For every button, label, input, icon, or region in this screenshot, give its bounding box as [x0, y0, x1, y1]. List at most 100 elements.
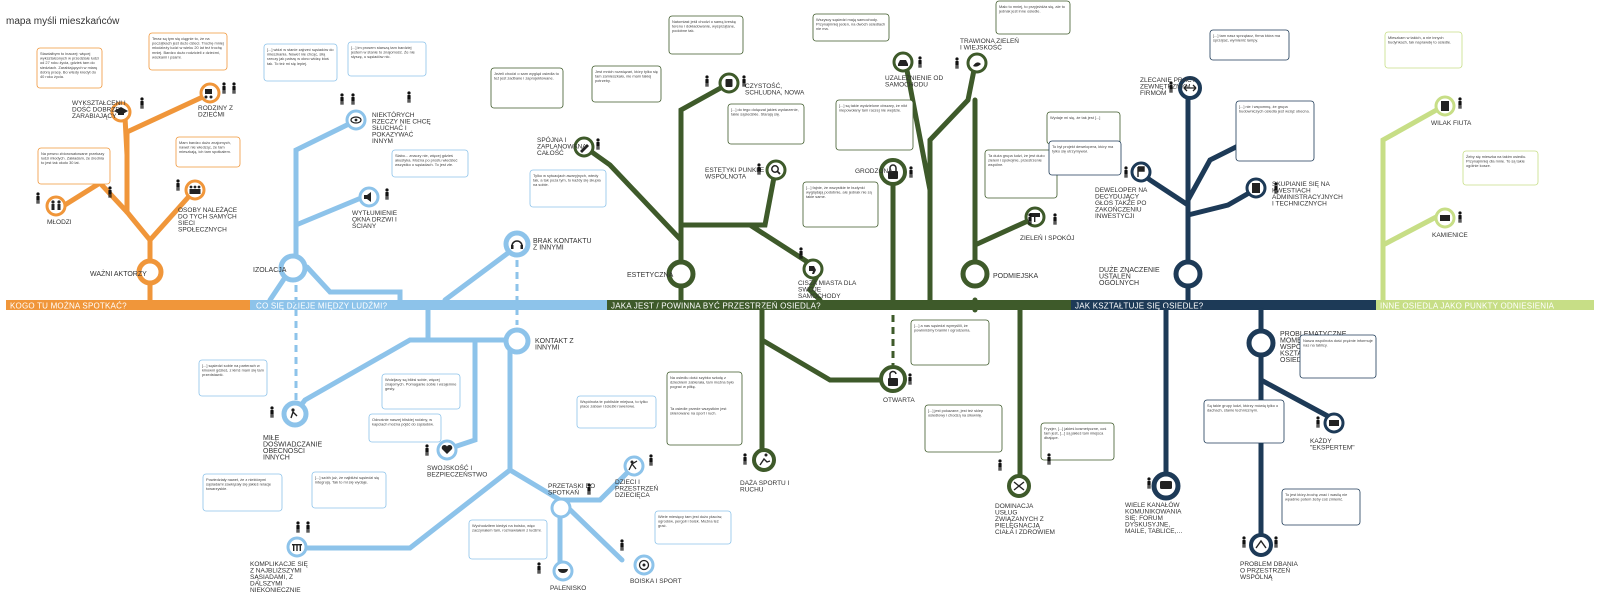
node-label-boisko: BOISKA I SPORT — [630, 578, 682, 585]
arrows-icon[interactable] — [1178, 76, 1202, 100]
svg-text:[...] są takie wydzielone obsz: [...] są takie wydzielone obszary, że ni… — [839, 103, 908, 113]
lock-open-icon[interactable] — [879, 365, 907, 393]
svg-text:[...] widzi w stanie zajrzeć s: [...] widzi w stanie zajrzeć sąsiadów do… — [267, 47, 334, 66]
svg-text:Słabo... znaczy nie, więcej gd: Słabo... znaczy nie, więcej gdzieśakusty… — [395, 153, 458, 167]
node-icon[interactable] — [550, 497, 572, 519]
hub-mile[interactable] — [281, 400, 309, 428]
blue-dashed-links — [294, 260, 519, 405]
quote-bubble: Wiele miesięcy tam jest dużo placów,ogro… — [654, 510, 732, 545]
stroller-icon[interactable] — [199, 82, 221, 104]
svg-text:Wspólnota te pobliskie miejsca: Wspólnota te pobliskie miejsca, to tylko… — [580, 399, 648, 409]
band-label-blue: CO SIĘ DZIEJE MIĘDZY LUDŹMI? — [256, 301, 388, 310]
building-icon[interactable] — [1434, 95, 1456, 117]
hub-este[interactable] — [666, 259, 696, 289]
car-icon[interactable] — [892, 51, 914, 73]
eye-icon[interactable] — [345, 109, 367, 131]
svg-text:Tylko w sytuacjach awaryjnych,: Tylko w sytuacjach awaryjnych, wtedytak,… — [533, 173, 602, 187]
quote-bubble: [...] szóth już, że najbliżsi sąsiedzi s… — [311, 471, 387, 509]
band-label-orange: KOGO TU MOŻNA SPOTKAĆ? — [10, 301, 127, 310]
grill-icon[interactable] — [552, 560, 574, 582]
flag-icon[interactable] — [1130, 161, 1152, 183]
svg-text:Wydaje mi się, że tak jest [..: Wydaje mi się, że tak jest [...] — [1050, 115, 1100, 120]
young-couple-icon[interactable] — [45, 195, 67, 217]
heart-icon[interactable] — [436, 439, 458, 461]
quote-bubble: Są takie grupy ludzi, którzy mówią tylko… — [1203, 399, 1285, 444]
speaker-icon[interactable] — [358, 186, 380, 208]
neighbors-icon[interactable] — [286, 536, 308, 558]
hub-duze[interactable] — [1173, 259, 1203, 289]
townhouses-icon[interactable] — [1434, 207, 1456, 229]
hub-kont[interactable] — [503, 327, 531, 355]
magnifier-icon[interactable] — [765, 159, 787, 181]
svg-text:Mieszkam w takich, a nie innyc: Mieszkam w takich, a nie innychbudynkach… — [1388, 35, 1451, 45]
lock-closed-icon[interactable] — [879, 158, 907, 186]
ball-icon[interactable] — [633, 554, 655, 576]
kids-icon[interactable] — [623, 455, 645, 477]
scissors-icon[interactable] — [1007, 474, 1031, 498]
chat-icon[interactable] — [1151, 471, 1181, 501]
broom-icon[interactable] — [1249, 533, 1273, 557]
svg-text:Jest mnich rozwiązań, który ty: Jest mnich rozwiązań, który tylko siętam… — [595, 69, 658, 83]
svg-text:To był projekt dewelopera, któ: To był projekt dewelopera, który matylko… — [1052, 144, 1114, 154]
band-label-green: JAKA JEST / POWINNA BYĆ PRZESTRZEŃ OSIED… — [611, 301, 821, 310]
band-label-navy: JAK KSZTAŁTUJE SIĘ OSIEDLE? — [1075, 301, 1204, 310]
document-icon[interactable] — [1245, 177, 1267, 199]
svg-text:Nasza wspólnota dość prężnie i: Nasza wspólnota dość prężnie informujena… — [1303, 338, 1373, 348]
hub-label-izo: IZOLACJA — [253, 267, 287, 274]
thumbs-down-icon[interactable] — [802, 258, 824, 280]
quote-bubble: Wszyscy sąsiedzi mają samochody.Przynajm… — [812, 13, 890, 42]
svg-text:Mam bardzo dużo znajomych,nawe: Mam bardzo dużo znajomych,nawet nie wied… — [179, 140, 231, 154]
pencil-icon[interactable] — [573, 136, 595, 158]
graduation-cap-icon[interactable] — [110, 101, 132, 123]
hub-label-podm: PODMIEJSKA — [993, 273, 1038, 280]
hub-izo[interactable] — [278, 253, 308, 283]
hub-brak[interactable] — [503, 230, 531, 258]
hub-prob[interactable] — [1246, 328, 1276, 358]
hand-leaf-icon[interactable] — [966, 52, 988, 74]
node-label-wilak: WILAK FIUTA — [1431, 120, 1472, 127]
people-icon[interactable] — [184, 179, 206, 201]
svg-text:Są takie grupy ludzi, którzy m: Są takie grupy ludzi, którzy mówią tylko… — [1207, 403, 1278, 413]
runner-icon[interactable] — [752, 448, 776, 472]
node-label-palen: PALENISKO — [550, 585, 586, 592]
hub-waz[interactable] — [136, 258, 164, 286]
svg-text:Mało to mniej, to przyjeżdża s: Mało to mniej, to przyjeżdża się, ale to… — [998, 4, 1065, 14]
page-title: mapa myśli mieszkańców — [6, 16, 120, 27]
hub-podm[interactable] — [960, 259, 990, 289]
group-icon[interactable] — [1323, 412, 1345, 434]
svg-text:Na osiedlu dość szybko szkołę: Na osiedlu dość szybko szkołę zdzieckiem… — [670, 375, 734, 389]
quote-bubble: Mam bardzo dużo znajomych,nawet nie wied… — [175, 136, 241, 168]
quote-bubble: Żeby się mieszka na takim osiedlu.Przyna… — [1462, 150, 1539, 186]
bin-icon[interactable] — [718, 72, 740, 94]
svg-text:[...] jest pokazane, jest też: [...] jest pokazane, jest też skleposied… — [928, 408, 983, 418]
svg-text:Powiedziały nawet, że z niektó: Powiedziały nawet, że z niektórymisąsiad… — [206, 477, 271, 491]
